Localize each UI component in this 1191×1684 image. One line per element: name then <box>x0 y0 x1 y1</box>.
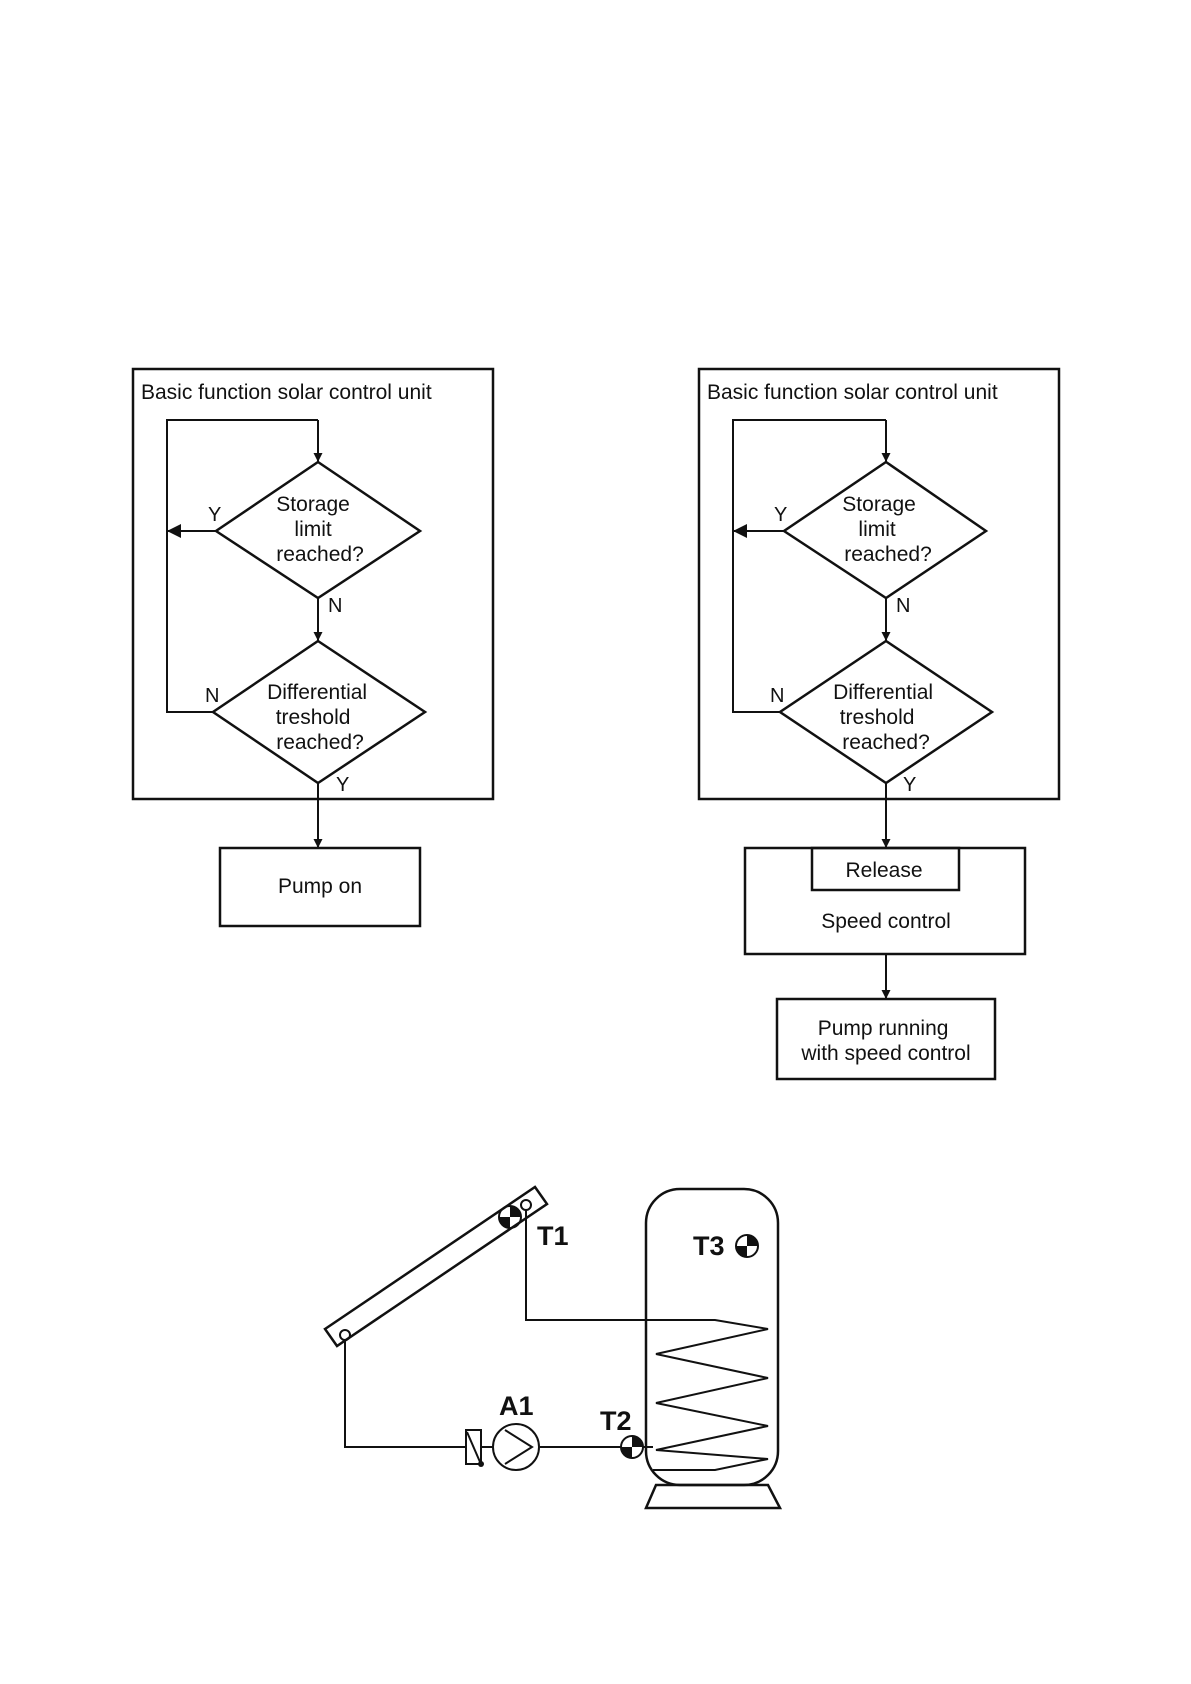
left-storage-no-label: N <box>328 595 342 617</box>
return-pipe-left <box>345 1340 467 1447</box>
tank-stand <box>646 1485 780 1508</box>
pump-a1-icon <box>493 1424 539 1470</box>
collector-inlet-icon <box>340 1330 350 1340</box>
t1-label: T1 <box>537 1221 569 1251</box>
speed-control-label: Speed control <box>821 910 951 933</box>
left-storage-yes-label: Y <box>208 504 221 526</box>
left-storage-question: Storage limit reached? <box>276 493 364 566</box>
right-diff-yes-label: Y <box>903 774 916 796</box>
left-title: Basic function solar control unit <box>141 381 432 404</box>
t3-label: T3 <box>693 1231 725 1261</box>
left-flowchart: Basic function solar control unit Storag… <box>133 369 493 926</box>
check-valve-icon <box>466 1430 484 1467</box>
right-diff-no-label: N <box>770 685 784 707</box>
left-diff-no-label: N <box>205 685 219 707</box>
left-diff-yes-label: Y <box>336 774 349 796</box>
t1-sensor-icon <box>499 1206 521 1228</box>
heat-exchanger-coil <box>653 1320 768 1470</box>
t2-label: T2 <box>600 1406 632 1436</box>
a1-label: A1 <box>499 1391 534 1421</box>
right-storage-question: Storage limit reached? <box>842 493 931 566</box>
t3-sensor-icon <box>736 1235 758 1257</box>
t2-sensor-icon <box>621 1436 643 1458</box>
right-storage-no-label: N <box>896 595 910 617</box>
right-loop-line <box>733 420 886 712</box>
right-diff-question: Differential treshold reached? <box>833 681 939 754</box>
left-pump-label: Pump on <box>278 875 362 898</box>
right-title: Basic function solar control unit <box>707 381 998 404</box>
right-flowchart: Basic function solar control unit Storag… <box>699 369 1059 1079</box>
left-loop-line <box>167 420 318 712</box>
collector-outlet-icon <box>521 1200 531 1210</box>
solar-system-schematic: T1 T3 A1 T <box>325 1187 780 1508</box>
right-storage-yes-label: Y <box>774 504 787 526</box>
right-pump-label: Pump running with speed control <box>800 1017 970 1065</box>
release-label: Release <box>845 859 922 882</box>
left-diff-question: Differential treshold reached? <box>267 681 373 754</box>
